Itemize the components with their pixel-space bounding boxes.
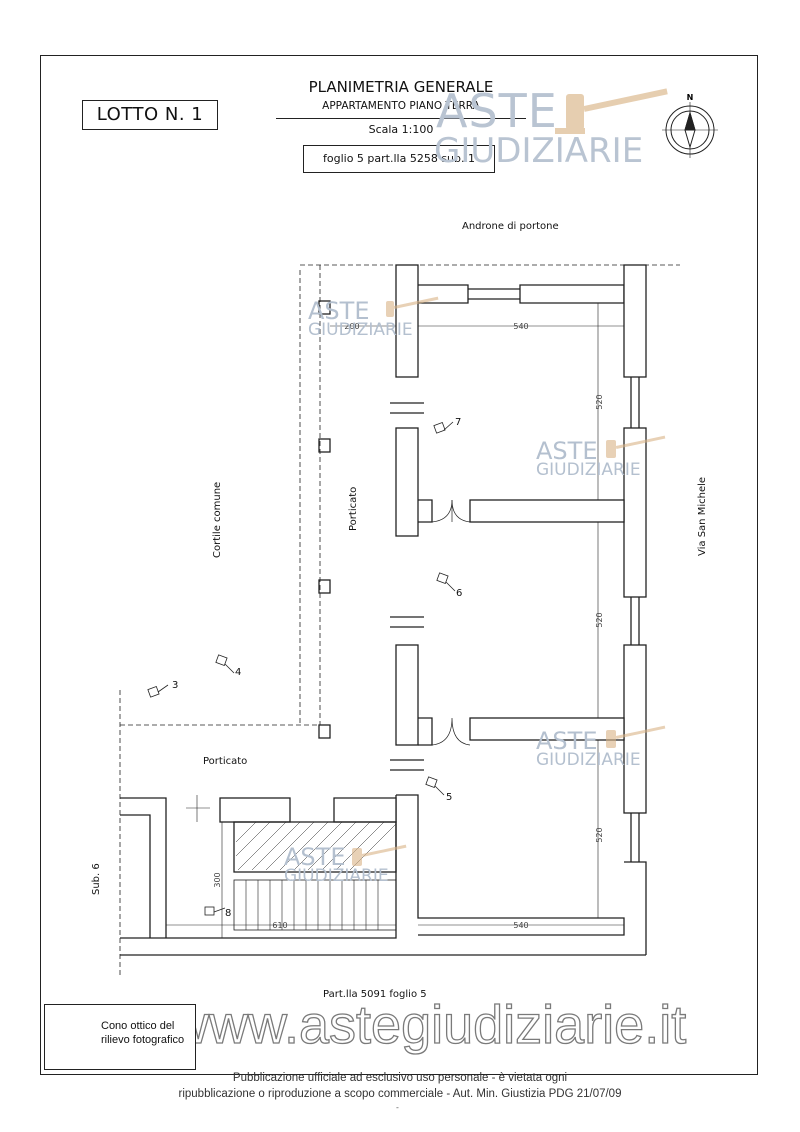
- watermark-small: ASTE GIUDIZIARIE: [284, 843, 389, 886]
- camera-icon: [436, 572, 456, 592]
- wall-north-right: [519, 284, 625, 304]
- label-porticato-vertical: Porticato: [348, 486, 359, 531]
- legend-box: Cono ottico del rilievo fotografico: [44, 1004, 196, 1070]
- label-cortile: Cortile comune: [212, 481, 223, 558]
- plan-title: PLANIMETRIA GENERALE: [308, 78, 494, 96]
- wall-north-left: [418, 284, 469, 304]
- wall-east-1: [623, 264, 647, 378]
- title-divider: [276, 118, 526, 119]
- gavel-icon: [352, 844, 407, 866]
- compass-icon: [662, 102, 718, 158]
- dim-520-a: 520: [595, 394, 604, 409]
- pillar: [318, 300, 331, 315]
- partition-2: [469, 717, 625, 741]
- footer-mark: -: [396, 1103, 399, 1112]
- wall-west-room: [120, 797, 167, 938]
- label-androne: Androne di portone: [462, 221, 559, 232]
- partition-1: [469, 499, 625, 523]
- compass-north: N: [687, 93, 694, 102]
- pillar: [318, 579, 331, 594]
- gavel-icon: [386, 296, 439, 317]
- plan-subtitle: APPARTAMENTO PIANO TERRA: [322, 100, 480, 112]
- photo-point-8: 8: [225, 908, 231, 919]
- photo-point-3: 3: [172, 680, 178, 691]
- wall-stub: [333, 797, 397, 823]
- door-swing: [431, 499, 471, 523]
- label-porticato: Porticato: [203, 756, 248, 767]
- plan-scale: Scala 1:100: [368, 123, 434, 136]
- gavel-icon: [606, 725, 666, 748]
- stairs: [233, 879, 397, 931]
- drawing-sheet: [40, 55, 758, 1075]
- wall-west-3: [395, 644, 419, 746]
- legend-text: Cono ottico del rilievo fotografico: [101, 1019, 184, 1047]
- footer-line-2: ripubblicazione o riproduzione a scopo c…: [178, 1088, 622, 1100]
- wall-jamb: [418, 717, 433, 746]
- watermark-small: ASTE GIUDIZIARIE: [308, 297, 413, 340]
- photo-point-4: 4: [235, 667, 241, 678]
- wall-west-1: [395, 264, 419, 378]
- watermark-large: ASTE GIUDIZIARIE: [434, 84, 644, 171]
- photo-point-6: 6: [456, 588, 462, 599]
- wall-west-2: [395, 427, 419, 537]
- legend-line-1: Cono ottico del: [101, 1020, 175, 1032]
- camera-icon: [425, 776, 445, 796]
- label-street: Via San Michele: [697, 476, 708, 556]
- camera-icon: [147, 684, 169, 698]
- camera-icon: [215, 654, 235, 674]
- watermark-small: ASTE GIUDIZIARIE: [536, 437, 641, 480]
- wall-east-4: [624, 861, 647, 955]
- label-sub: Sub. 6: [91, 863, 102, 895]
- watermark-small: ASTE GIUDIZIARIE: [536, 727, 641, 770]
- pillar: [318, 438, 331, 453]
- dim-200: 200: [344, 322, 359, 331]
- label-particella: Part.lla 5091 foglio 5: [323, 989, 427, 1000]
- pillar: [318, 724, 331, 739]
- dim-300: 300: [213, 872, 222, 887]
- wall-jamb: [418, 499, 433, 523]
- legend-line-2: rilievo fotografico: [101, 1034, 185, 1046]
- wall-east-3: [623, 644, 647, 814]
- wall-south-inner: [396, 794, 625, 936]
- camera-icon: [204, 906, 226, 916]
- gavel-icon: [606, 435, 666, 458]
- watermark-giudiziarie: GIUDIZIARIE: [434, 131, 644, 171]
- website-watermark: www.astegiudiziarie.it: [169, 994, 687, 1055]
- dim-610: 610: [272, 921, 287, 930]
- dim-540-bottom: 540: [513, 921, 528, 930]
- dim-540-top: 540: [513, 322, 528, 331]
- footer-line-1: Pubblicazione ufficiale ad esclusivo uso…: [232, 1072, 568, 1084]
- wall-stub: [219, 797, 291, 823]
- camera-icon: [433, 421, 454, 434]
- photo-point-5: 5: [446, 792, 452, 803]
- cadastral-reference: foglio 5 part.lla 5258 sub. 1: [303, 145, 495, 173]
- watermark-aste: ASTE: [436, 84, 558, 138]
- gavel-icon: [555, 88, 668, 134]
- dim-520-c: 520: [595, 827, 604, 842]
- photo-point-7: 7: [455, 417, 461, 428]
- door-swing: [431, 717, 471, 746]
- lot-number: LOTTO N. 1: [82, 100, 218, 130]
- dim-520-b: 520: [595, 612, 604, 627]
